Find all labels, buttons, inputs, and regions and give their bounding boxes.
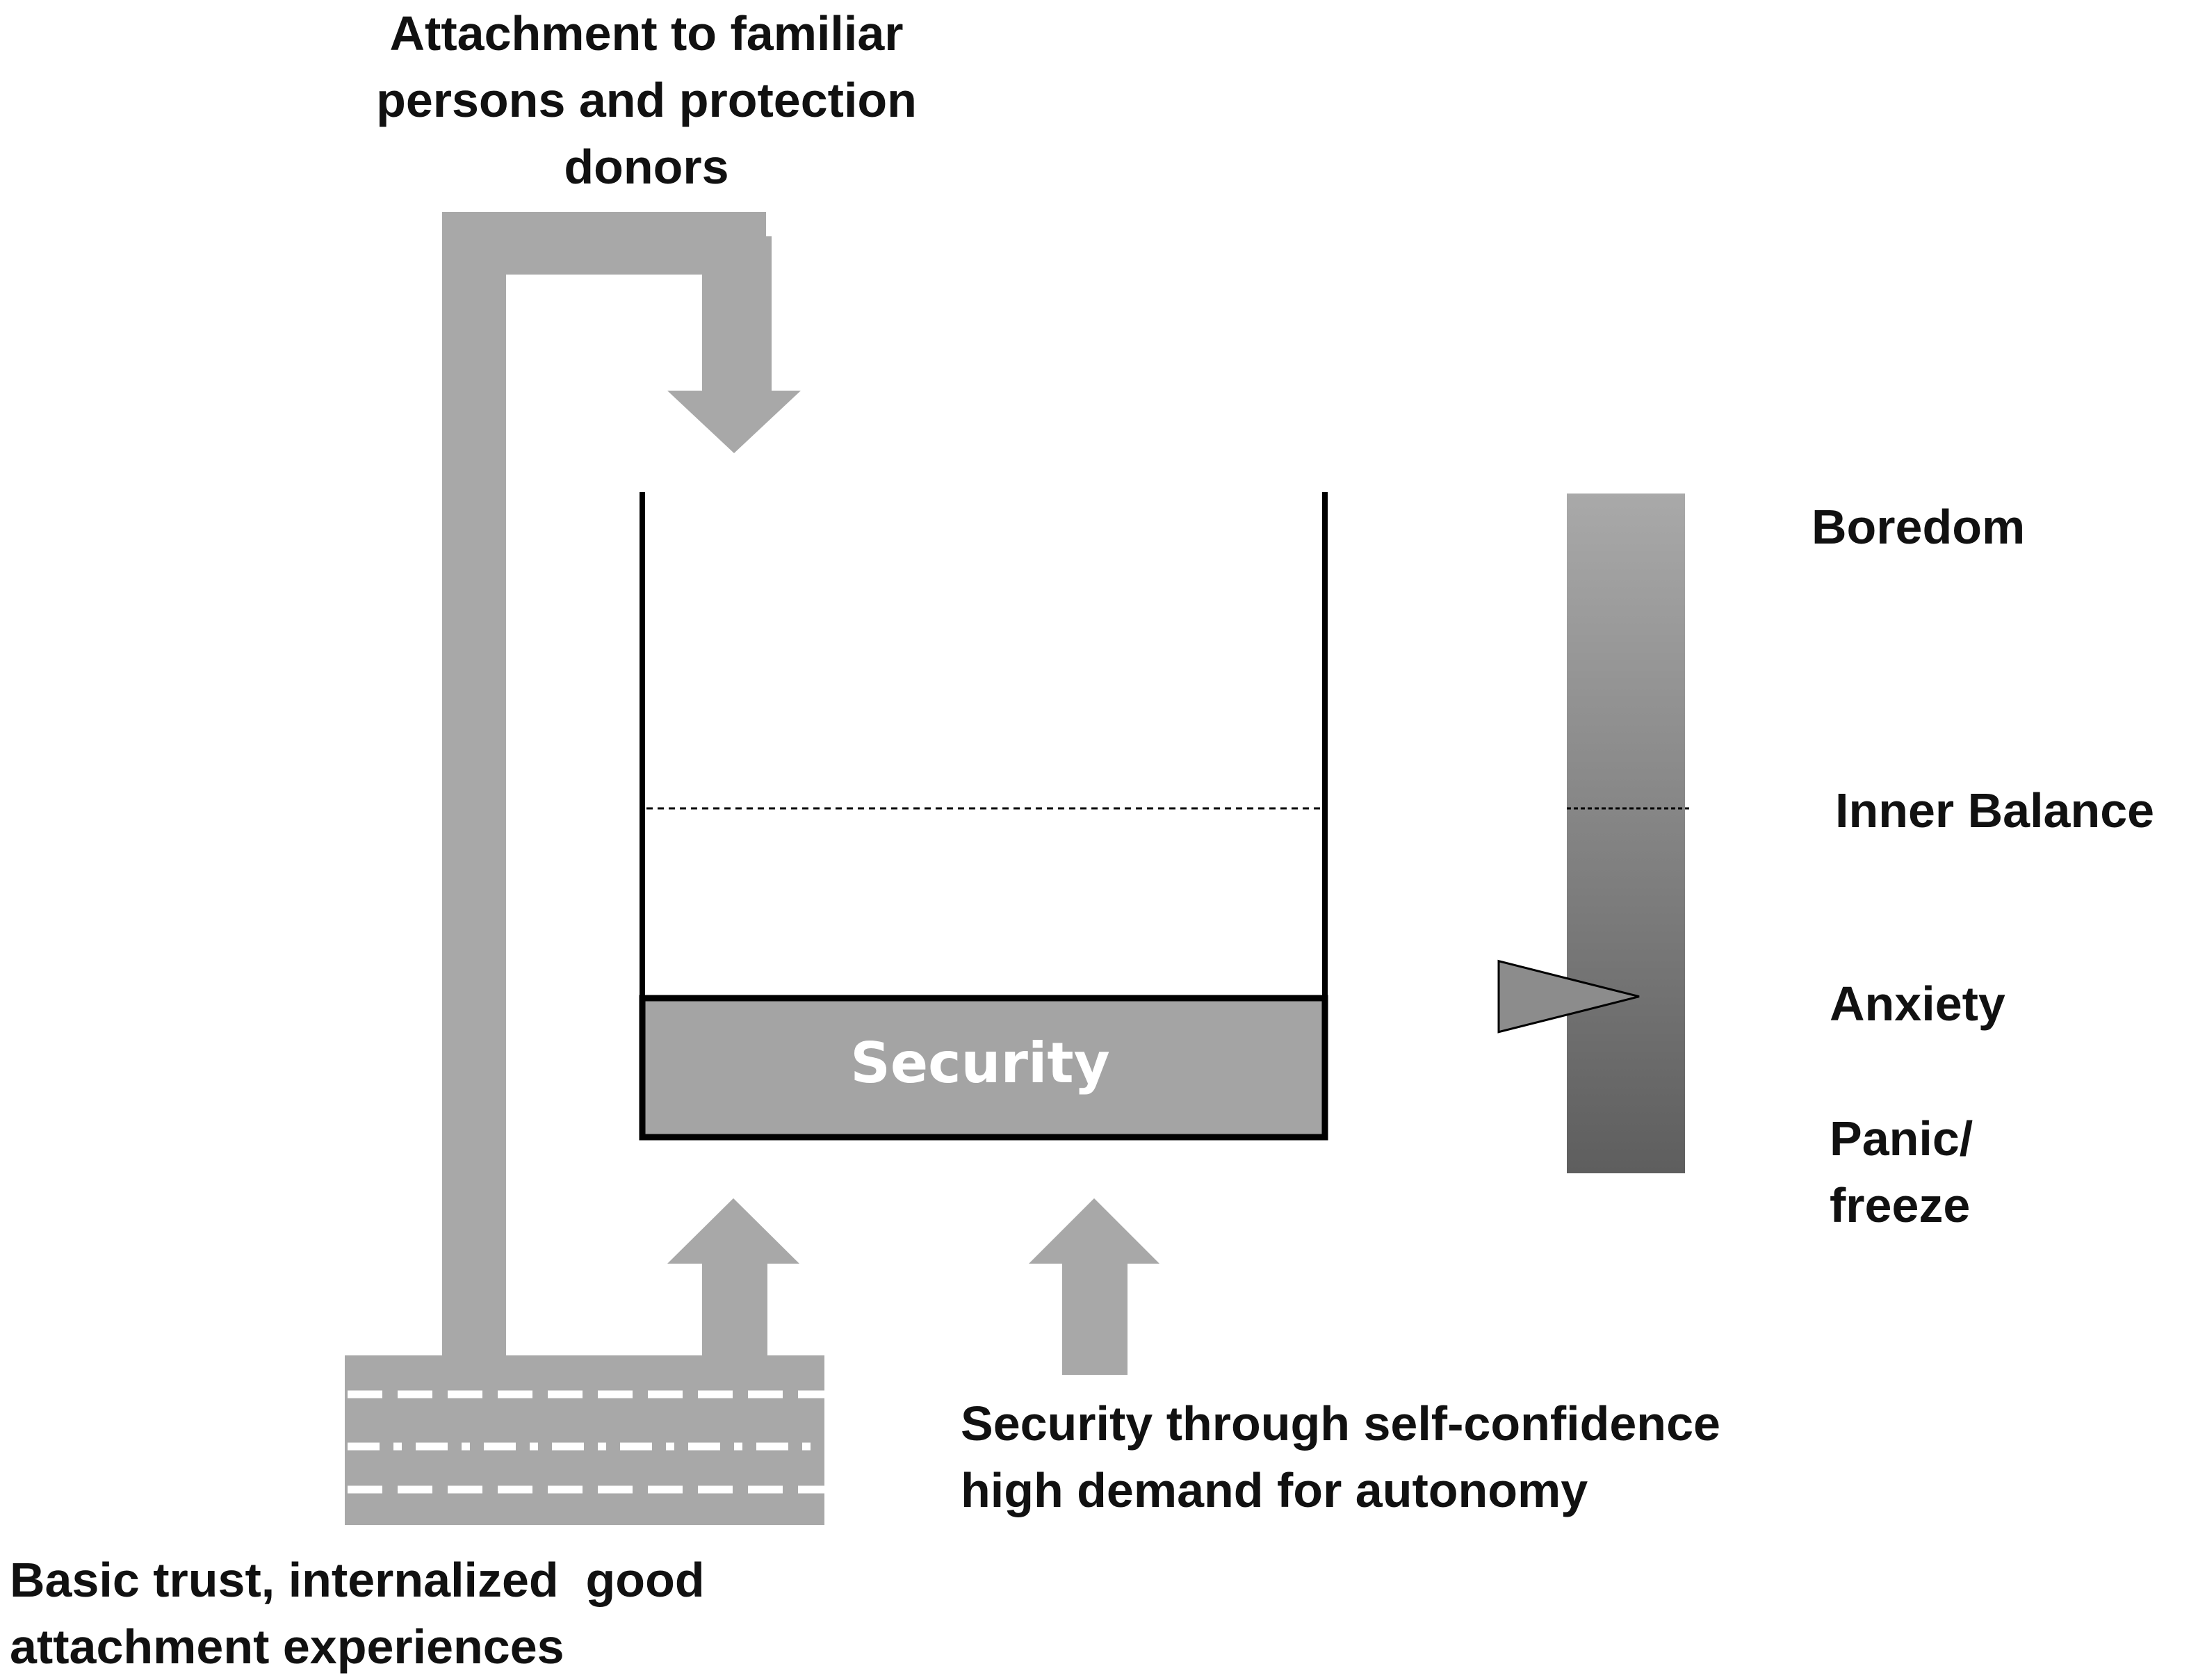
attachment-arrow-shaft — [442, 212, 801, 1355]
basic-trust-up-arrow — [667, 1198, 799, 1355]
basic-trust-block-body — [345, 1355, 824, 1525]
self-confidence-label-line-1: Security through self-confidence — [961, 1396, 1720, 1451]
basic-trust-label: Basic trust, internalized good attachmen… — [10, 1547, 705, 1680]
self-confidence-label: Security through self-confidence high de… — [961, 1390, 1720, 1524]
emotion-scale-bar — [1567, 494, 1685, 1173]
basic-trust-label-line-1: Basic trust, internalized good — [10, 1553, 705, 1607]
scale-label-panic: Panic/ freeze — [1830, 1105, 1973, 1239]
scale-label-panic-line-1: Panic/ — [1830, 1111, 1973, 1166]
scale-label-anxiety: Anxiety — [1830, 977, 2005, 1031]
scale-label-panic-line-2: freeze — [1830, 1178, 1971, 1232]
security-label: Security — [850, 1031, 1110, 1095]
basic-trust-label-line-2: attachment experiences — [10, 1620, 564, 1674]
scale-label-boredom: Boredom — [1812, 500, 2026, 554]
attachment-label-line-2: persons and protection — [376, 73, 917, 127]
security-fill — [639, 995, 1328, 1141]
basic-trust-block — [345, 1355, 824, 1525]
attachment-label-line-3: donors — [564, 140, 729, 194]
attachment-label: Attachment to familiar persons and prote… — [229, 0, 1064, 200]
scale-label-inner-balance: Inner Balance — [1835, 783, 2155, 838]
scale-indicator-pointer — [1497, 959, 1640, 1034]
self-confidence-label-line-2: high demand for autonomy — [961, 1463, 1588, 1517]
security-container — [639, 492, 1328, 1141]
attachment-arrow — [442, 212, 801, 1355]
emotion-scale — [1497, 494, 1691, 1173]
attachment-label-line-1: Attachment to familiar — [389, 6, 904, 60]
self-confidence-up-arrow — [1029, 1198, 1159, 1375]
